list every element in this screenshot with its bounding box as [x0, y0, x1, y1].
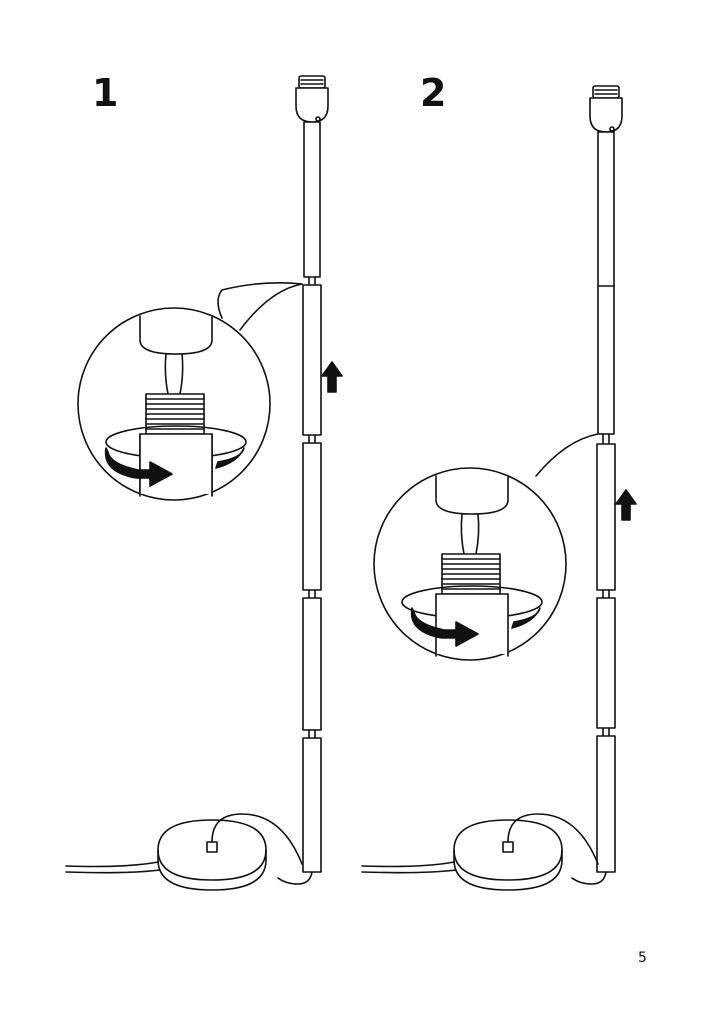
base-icon	[453, 813, 599, 891]
up-arrow-icon	[615, 489, 637, 521]
rotate-arrow-icon	[104, 447, 173, 487]
step-1-lamp	[65, 75, 343, 891]
lamp-socket-icon	[295, 75, 329, 123]
lamp-socket-icon	[589, 85, 623, 133]
detail-zoom-icon	[77, 282, 303, 501]
step-1-number: 1	[92, 71, 119, 115]
base-icon	[157, 813, 303, 891]
page-number: 5	[638, 950, 647, 966]
step-2-number: 2	[420, 71, 447, 115]
rotate-arrow-icon	[410, 607, 479, 647]
detail-zoom-icon	[373, 433, 599, 661]
step-2-lamp	[361, 85, 637, 891]
up-arrow-icon	[321, 361, 343, 393]
